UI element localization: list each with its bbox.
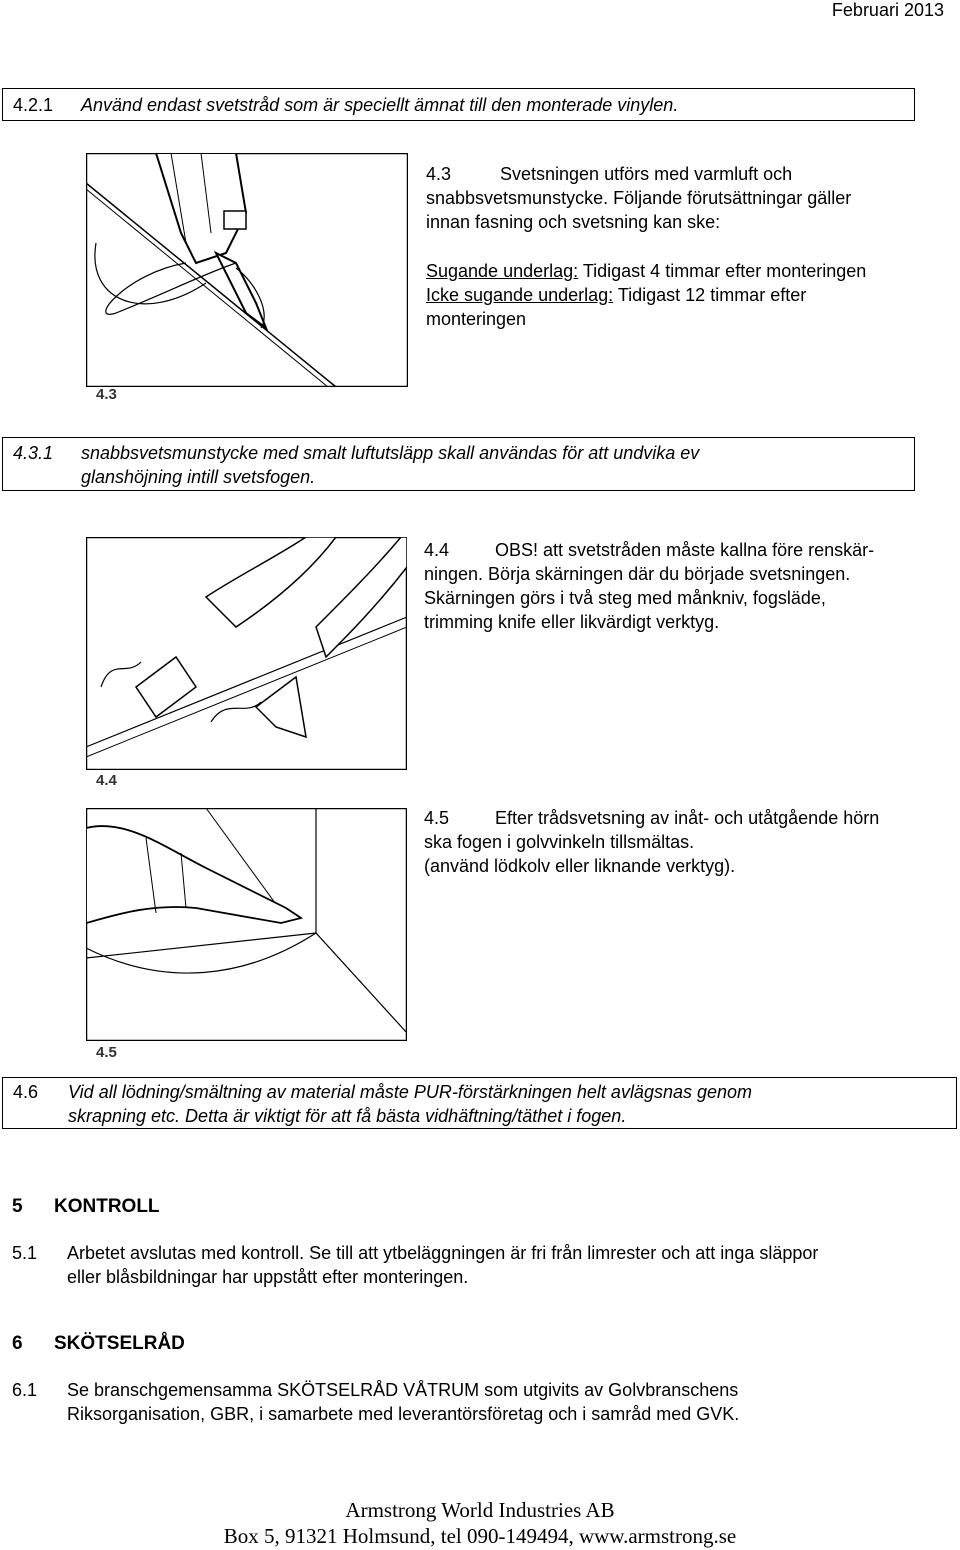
section-4-4-line1: OBS! att svetstråden måste kallna före r…	[495, 540, 875, 560]
section-4-4-line2: ningen. Börja skärningen där du började …	[424, 564, 851, 584]
section-4-5-line2: ska fogen i golvvinkeln tillsmältas.	[424, 832, 695, 852]
sugande-underlag-label: Sugande underlag:	[426, 261, 579, 281]
item-number-6-1: 6.1	[12, 1380, 38, 1400]
note-line1: snabbsvetsmunstycke med smalt luftutsläp…	[81, 443, 700, 463]
note-box-4-3-1: 4.3.1 snabbsvetsmunstycke med smalt luft…	[2, 437, 915, 491]
note-line1: Vid all lödning/smältning av material må…	[68, 1082, 753, 1102]
document-date: Februari 2013	[831, 0, 944, 20]
figure-4-5-corner-welding	[86, 808, 407, 1041]
note-line2: glanshöjning intill svetsfogen.	[81, 467, 316, 487]
section-4-4-line4: trimming knife eller likvärdigt verktyg.	[424, 612, 720, 632]
note-box-4-2-1: 4.2.1 Använd endast svetstråd som är spe…	[2, 88, 915, 121]
section-4-3-line1: Svetsningen utförs med varmluft och	[500, 164, 793, 184]
figure-label-4-5: 4.5	[96, 1044, 117, 1061]
heading-number-5: 5	[12, 1196, 23, 1217]
icke-sugande-underlag-text: Tidigast 12 timmar efter	[613, 285, 807, 305]
heading-kontroll: KONTROLL	[54, 1196, 160, 1217]
section-4-4-line3: Skärningen görs i två steg med månkniv, …	[424, 588, 826, 608]
item-5-1-line2: eller blåsbildningar har uppstått efter …	[67, 1267, 469, 1287]
sugande-underlag-text: Tidigast 4 timmar efter monteringen	[578, 261, 867, 281]
item-6-1-line1: Se branschgemensamma SKÖTSELRÅD VÅTRUM s…	[67, 1380, 739, 1400]
section-number-4-3: 4.3	[426, 164, 452, 184]
item-6-1-line2: Riksorganisation, GBR, i samarbete med l…	[67, 1404, 740, 1424]
section-4-5-line3: (använd lödkolv eller liknande verktyg).	[424, 856, 736, 876]
item-number-5-1: 5.1	[12, 1243, 38, 1263]
heading-number-6: 6	[12, 1333, 23, 1354]
note-line2: skrapning etc. Detta är viktigt för att …	[68, 1106, 627, 1126]
figure-4-3-welding-gun	[86, 153, 408, 387]
icke-sugande-underlag-label: Icke sugande underlag:	[426, 285, 614, 305]
note-number: 4.2.1	[13, 95, 54, 115]
footer-contact: Box 5, 91321 Holmsund, tel 090-149494, w…	[223, 1524, 737, 1548]
section-4-3-line3: innan fasning och svetsning kan ske:	[426, 212, 721, 232]
heading-skotselrad: SKÖTSELRÅD	[54, 1333, 185, 1354]
note-number: 4.3.1	[13, 443, 54, 463]
section-4-5-line1: Efter trådsvetsning av inåt- och utåtgåe…	[495, 808, 880, 828]
note-box-4-6: 4.6 Vid all lödning/smältning av materia…	[2, 1077, 957, 1129]
section-4-3-line2: snabbsvetsmunstycke. Följande förutsättn…	[426, 188, 852, 208]
section-number-4-4: 4.4	[424, 540, 450, 560]
figure-4-4-trimming	[86, 537, 407, 770]
figure-label-4-4: 4.4	[96, 772, 117, 789]
section-number-4-5: 4.5	[424, 808, 450, 828]
icke-sugande-underlag-row: Icke sugande underlag: Tidigast 12 timma…	[426, 283, 806, 307]
icke-sugande-underlag-text2: monteringen	[426, 309, 527, 329]
item-5-1-line1: Arbetet avslutas med kontroll. Se till a…	[67, 1243, 819, 1263]
sugande-underlag-row: Sugande underlag: Tidigast 4 timmar efte…	[426, 259, 866, 283]
footer-company: Armstrong World Industries AB	[345, 1498, 615, 1522]
figure-label-4-3: 4.3	[96, 386, 117, 403]
note-number: 4.6	[13, 1082, 39, 1102]
note-text: Använd endast svetstråd som är speciellt…	[81, 95, 679, 115]
